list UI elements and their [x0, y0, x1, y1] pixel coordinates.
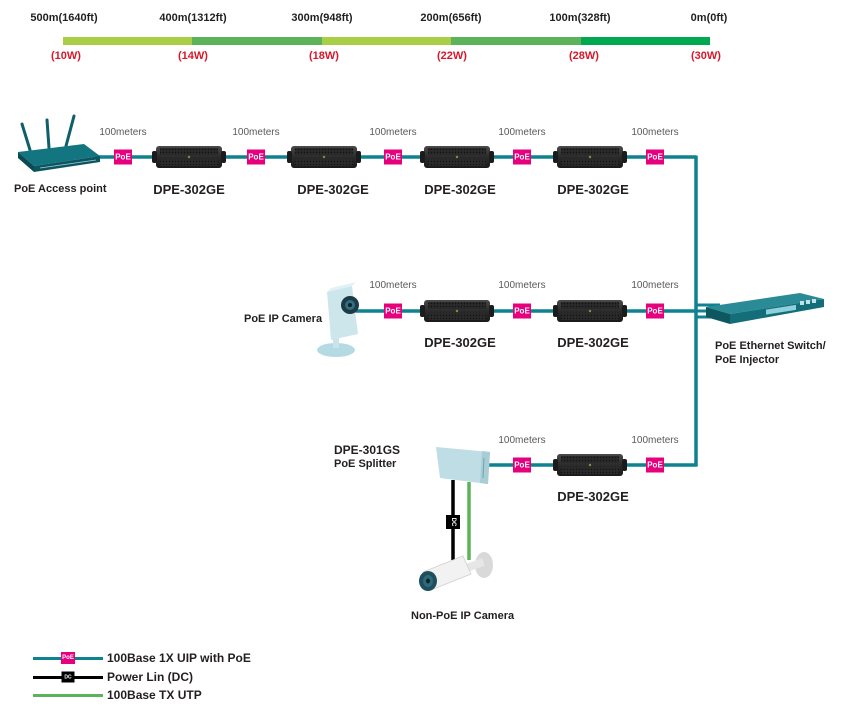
segment-length-label: 100meters — [498, 127, 546, 138]
segment-length-label: 100meters — [232, 127, 280, 138]
segment-length-label: 100meters — [631, 280, 679, 291]
power-label: (18W) — [309, 50, 339, 62]
power-label: (10W) — [51, 50, 81, 62]
non-poe-camera-label: Non-PoE IP Camera — [411, 610, 515, 622]
splitter-label: PoE Splitter — [334, 458, 397, 470]
extender-model-label: DPE-302GE — [153, 182, 225, 197]
poe-switch-icon — [706, 293, 824, 324]
distance-label: 400m(1312ft) — [159, 12, 227, 24]
poe-badge: PoE — [384, 149, 402, 165]
legend-utp-text: 100Base TX UTP — [107, 688, 202, 702]
segment-length-label: 100meters — [369, 280, 417, 291]
extender-model-label: DPE-302GE — [557, 182, 629, 197]
segment-length-label: 100meters — [631, 435, 679, 446]
extender-icon — [287, 146, 361, 168]
legend-dc-text: Power Lin (DC) — [107, 670, 193, 684]
extender-icon — [553, 300, 627, 322]
access-point-label: PoE Access point — [14, 183, 107, 195]
distance-bar-segment — [451, 37, 581, 45]
splitter-model-label: DPE-301GS — [334, 443, 401, 457]
poe-badge: PoE — [646, 149, 664, 165]
poe-badge: PoE — [384, 303, 402, 319]
legend-utp-line — [33, 694, 103, 697]
distance-label: 300m(948ft) — [291, 12, 353, 24]
distance-bar — [63, 37, 711, 45]
poe-badge: PoE — [646, 303, 664, 319]
poe-badge: PoE — [513, 457, 531, 473]
segment-length-label: 100meters — [498, 280, 546, 291]
poe-badge: PoE — [646, 457, 664, 473]
power-label: (22W) — [437, 50, 467, 62]
dc-badge: DC — [446, 515, 460, 529]
poe-badge: PoE — [247, 149, 265, 165]
extender-model-label: DPE-302GE — [557, 335, 629, 350]
distance-bar-segment — [192, 37, 322, 45]
distance-bar-segment — [63, 37, 193, 45]
power-label: (14W) — [178, 50, 208, 62]
poe-ip-camera-icon — [317, 282, 359, 357]
segment-length-label: 100meters — [99, 127, 147, 138]
extender-model-label: DPE-302GE — [424, 182, 496, 197]
distance-label: 200m(656ft) — [420, 12, 482, 24]
poe-ip-camera-label: PoE IP Camera — [244, 313, 323, 325]
power-label: (30W) — [691, 50, 721, 62]
extender-model-label: DPE-302GE — [557, 489, 629, 504]
legend-poe-badge: PoE — [61, 652, 75, 664]
distance-bar-segment — [321, 37, 452, 45]
legend-poe-text: 100Base 1X UIP with PoE — [107, 651, 251, 665]
segment-length-label: 100meters — [369, 127, 417, 138]
segment-length-label: 100meters — [498, 435, 546, 446]
poe-badge: PoE — [513, 303, 531, 319]
non-poe-ip-camera-icon — [419, 552, 493, 591]
extender-icon — [420, 300, 494, 322]
extender-icon — [553, 146, 627, 168]
poe-badge: PoE — [513, 149, 531, 165]
legend-dc-badge: DC — [61, 671, 75, 683]
extender-icon — [420, 146, 494, 168]
power-label: (28W) — [569, 50, 599, 62]
distance-label: 100m(328ft) — [549, 12, 611, 24]
switch-label-line2: PoE Injector — [715, 354, 780, 366]
distance-label: 500m(1640ft) — [30, 12, 98, 24]
distance-label: 0m(0ft) — [690, 12, 728, 24]
segment-length-label: 100meters — [631, 127, 679, 138]
access-point-icon — [18, 114, 100, 172]
extender-model-label: DPE-302GE — [297, 182, 369, 197]
distance-bar-segment — [580, 37, 711, 45]
poe-splitter-icon — [436, 447, 490, 484]
switch-label-line1: PoE Ethernet Switch/ — [715, 340, 826, 352]
poe-badge: PoE — [114, 149, 132, 165]
extender-icon — [152, 146, 226, 168]
extender-model-label: DPE-302GE — [424, 335, 496, 350]
extender-icon — [553, 454, 627, 476]
